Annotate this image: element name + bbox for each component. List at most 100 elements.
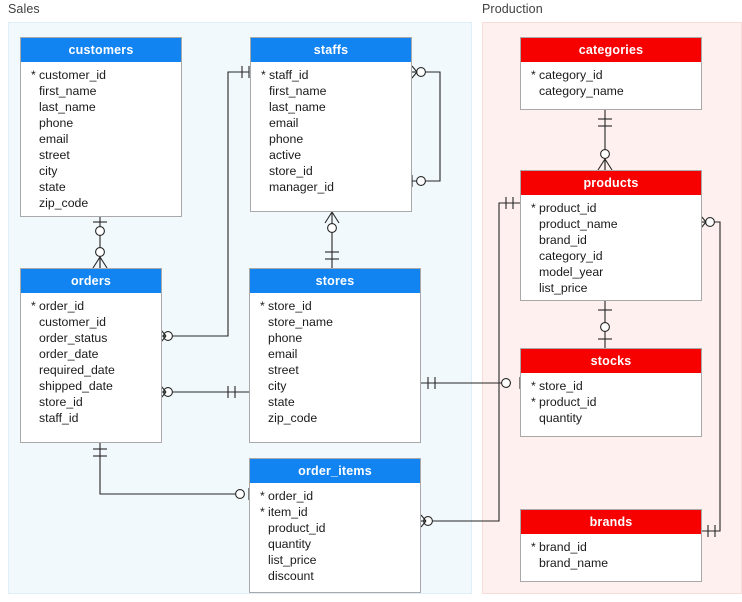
attribute-name: brand_name [539, 556, 609, 570]
attribute-name: manager_id [269, 180, 334, 194]
attribute-row: list_price [521, 280, 701, 296]
attribute-row: email [250, 346, 420, 362]
entity-attributes-customers: *customer_id first_name last_name phone … [21, 62, 181, 217]
attribute-name: zip_code [39, 196, 89, 210]
attribute-name: quantity [268, 537, 312, 551]
entity-header-categories: categories [521, 38, 701, 62]
entity-attributes-products: *product_id product_name brand_id catego… [521, 195, 701, 302]
entity-customers[interactable]: customers *customer_id first_name last_n… [20, 37, 182, 217]
attribute-name: product_name [539, 217, 618, 231]
entity-order-items[interactable]: order_items *order_id *item_id product_i… [249, 458, 421, 593]
attribute-name: product_id [539, 395, 597, 409]
attribute-name: list_price [268, 553, 317, 567]
attribute-row: zip_code [250, 410, 420, 426]
attribute-name: required_date [39, 363, 115, 377]
entity-stores[interactable]: stores *store_id store_name phone email … [249, 268, 421, 443]
attribute-row: *brand_id [521, 539, 701, 555]
attribute-row: store_id [251, 163, 411, 179]
attribute-row: product_name [521, 216, 701, 232]
attribute-row: phone [251, 131, 411, 147]
attribute-name: staff_id [39, 411, 79, 425]
attribute-row: state [250, 394, 420, 410]
attribute-row: first_name [21, 83, 181, 99]
attribute-name: email [269, 116, 299, 130]
pk-marker: * [260, 489, 265, 503]
attribute-row: quantity [250, 536, 420, 552]
entity-attributes-orders: *order_id customer_id order_status order… [21, 293, 161, 432]
entity-orders[interactable]: orders *order_id customer_id order_statu… [20, 268, 162, 443]
attribute-row: phone [250, 330, 420, 346]
pk-marker: * [260, 505, 265, 519]
entity-stocks[interactable]: stocks *store_id *product_id quantity [520, 348, 702, 437]
attribute-row: order_date [21, 346, 161, 362]
attribute-name: order_id [268, 489, 314, 503]
attribute-name: city [39, 164, 58, 178]
attribute-name: brand_id [539, 540, 587, 554]
attribute-name: first_name [39, 84, 97, 98]
attribute-name: email [39, 132, 69, 146]
attribute-name: product_id [268, 521, 326, 535]
attribute-name: order_date [39, 347, 99, 361]
attribute-name: staff_id [269, 68, 309, 82]
attribute-name: store_id [269, 164, 313, 178]
entity-staffs[interactable]: staffs *staff_id first_name last_name em… [250, 37, 412, 212]
entity-header-brands: brands [521, 510, 701, 534]
pk-marker: * [531, 201, 536, 215]
entity-attributes-staffs: *staff_id first_name last_name email pho… [251, 62, 411, 201]
attribute-row: *staff_id [251, 67, 411, 83]
attribute-name: customer_id [39, 68, 106, 82]
attribute-row: customer_id [21, 314, 161, 330]
attribute-name: store_id [39, 395, 83, 409]
attribute-row: email [21, 131, 181, 147]
attribute-row: order_status [21, 330, 161, 346]
attribute-row: last_name [21, 99, 181, 115]
attribute-row: brand_name [521, 555, 701, 571]
entity-header-stocks: stocks [521, 349, 701, 373]
attribute-row: city [250, 378, 420, 394]
attribute-name: category_id [539, 249, 603, 263]
pk-marker: * [260, 299, 265, 313]
entity-attributes-stores: *store_id store_name phone email street … [250, 293, 420, 432]
attribute-row: last_name [251, 99, 411, 115]
attribute-name: model_year [539, 265, 604, 279]
schema-panel-production [482, 22, 742, 594]
entity-brands[interactable]: brands *brand_id brand_name [520, 509, 702, 582]
attribute-row: category_id [521, 248, 701, 264]
attribute-row: product_id [250, 520, 420, 536]
attribute-row: list_price [250, 552, 420, 568]
entity-attributes-brands: *brand_id brand_name [521, 534, 701, 577]
attribute-name: category_id [539, 68, 603, 82]
attribute-row: *product_id [521, 394, 701, 410]
attribute-row: city [21, 163, 181, 179]
entity-attributes-order-items: *order_id *item_id product_id quantity l… [250, 483, 420, 590]
attribute-name: brand_id [539, 233, 587, 247]
schema-label-production: Production [482, 2, 543, 16]
attribute-name: shipped_date [39, 379, 113, 393]
attribute-row: phone [21, 115, 181, 131]
attribute-name: state [39, 180, 66, 194]
attribute-row: discount [250, 568, 420, 584]
attribute-name: quantity [539, 411, 583, 425]
pk-marker: * [31, 299, 36, 313]
attribute-name: item_id [268, 505, 308, 519]
attribute-name: customer_id [39, 315, 106, 329]
attribute-name: email [268, 347, 298, 361]
entity-attributes-stocks: *store_id *product_id quantity [521, 373, 701, 432]
entity-header-orders: orders [21, 269, 161, 293]
attribute-name: active [269, 148, 302, 162]
attribute-row: email [251, 115, 411, 131]
attribute-name: phone [269, 132, 304, 146]
attribute-row: category_name [521, 83, 701, 99]
attribute-name: state [268, 395, 295, 409]
attribute-name: street [39, 148, 70, 162]
attribute-row: brand_id [521, 232, 701, 248]
entity-products[interactable]: products *product_id product_name brand_… [520, 170, 702, 301]
attribute-name: last_name [269, 100, 326, 114]
attribute-name: product_id [539, 201, 597, 215]
pk-marker: * [531, 379, 536, 393]
entity-categories[interactable]: categories *category_id category_name [520, 37, 702, 110]
attribute-name: discount [268, 569, 314, 583]
attribute-row: manager_id [251, 179, 411, 195]
attribute-name: store_name [268, 315, 333, 329]
attribute-name: city [268, 379, 287, 393]
